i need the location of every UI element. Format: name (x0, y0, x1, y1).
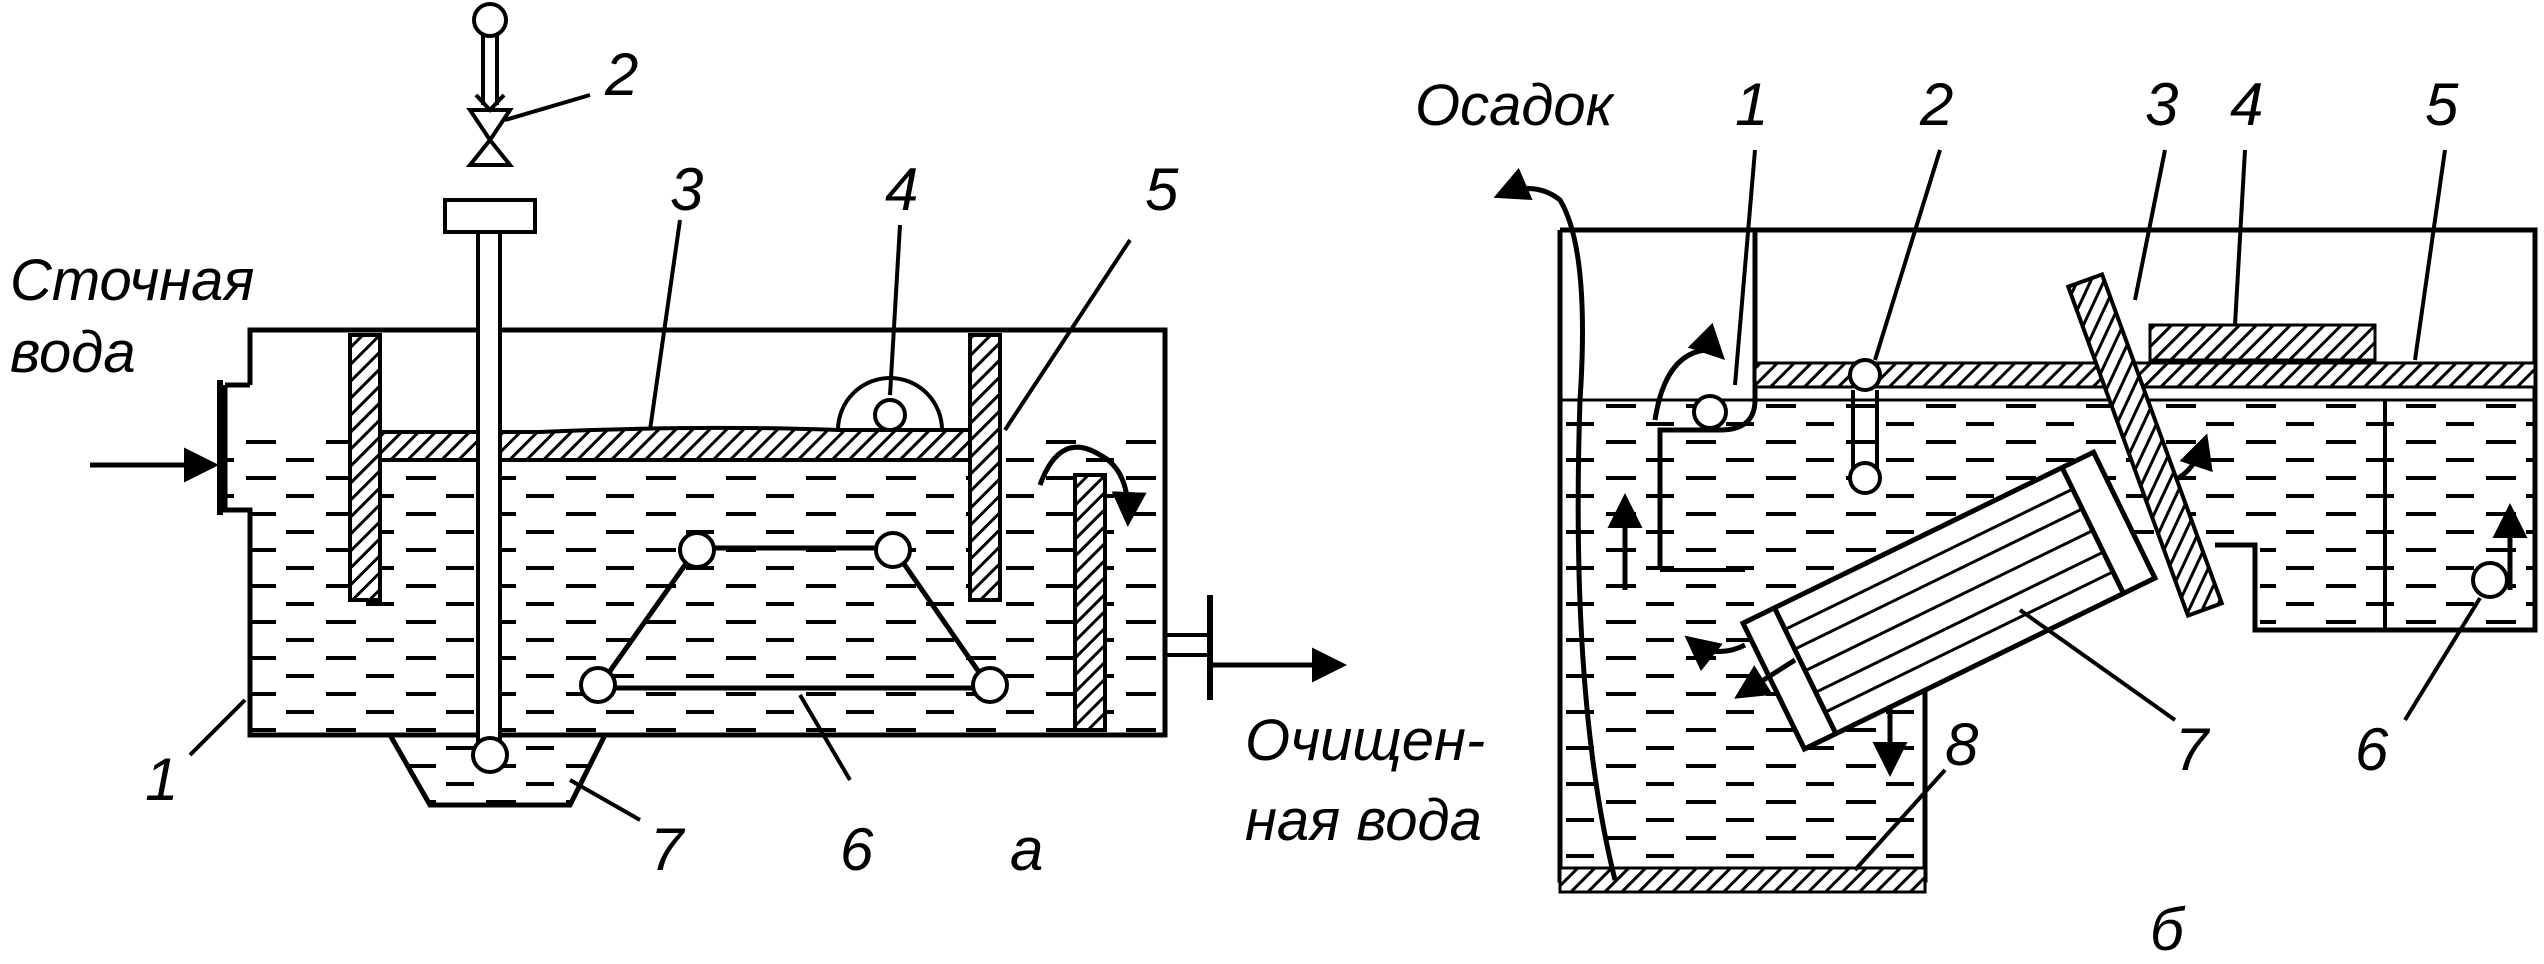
drive-shaft-a (476, 223, 502, 757)
callout-b-7: 7 (2175, 716, 2211, 783)
callout-b-2: 2 (1919, 71, 1953, 138)
caption-b: б (2150, 896, 2186, 963)
outlet-label-a-line1: Очищен- (1245, 708, 1485, 773)
left-baffle-a (348, 333, 382, 602)
oil-layer-a (378, 425, 972, 462)
callout-a-5: 5 (1145, 156, 1179, 223)
drive-valve-a (465, 108, 515, 167)
tank-outline-a (222, 327, 1168, 738)
callout-a-6: 6 (840, 816, 874, 883)
sludge-label-b: Осадок (1415, 73, 1616, 138)
oil-skimmer-b (2148, 323, 2377, 362)
callout-b-4: 4 (2230, 71, 2263, 138)
outlet-pipe-b (2471, 561, 2509, 599)
weir-flow-arrow-a (1037, 444, 1147, 527)
callout-b-8: 8 (1945, 711, 1979, 778)
outlet-weir-a (1073, 473, 1107, 732)
callout-a-7: 7 (650, 816, 686, 883)
inlet-label-a-line2: вода (10, 320, 136, 385)
inlet-label-a-line1: Сточная (10, 248, 254, 313)
flow-arrow-b-4 (1734, 657, 1797, 699)
water-body-a (250, 430, 1165, 735)
oil-layer-b (1753, 361, 2537, 389)
drive-coupling-a (443, 198, 537, 234)
flow-arrow-b-6 (2173, 433, 2213, 483)
callout-a-1: 1 (145, 746, 178, 813)
diagram-b: Осадок 1 2 3 4 5 6 7 8 б (1415, 71, 2538, 963)
callout-a-4: 4 (885, 156, 918, 223)
inclined-scraper-b (2065, 271, 2225, 619)
oil-pipe-b (1848, 358, 1882, 392)
callout-b-1: 1 (1735, 71, 1768, 138)
right-baffle-a (968, 333, 1002, 602)
drive-motor-a (472, 2, 508, 38)
callout-b-6: 6 (2355, 716, 2389, 783)
outlet-label-a-line2: ная вода (1245, 788, 1482, 853)
flow-arrow-b-3 (1684, 635, 1747, 672)
callout-a-2: 2 (604, 41, 638, 108)
caption-a: а (1010, 816, 1043, 883)
callout-b-3: 3 (2145, 71, 2178, 138)
flow-arrow-b-1 (1652, 322, 1725, 421)
callout-b-5: 5 (2425, 71, 2459, 138)
callout-a-3: 3 (670, 156, 703, 223)
inlet-water-a (225, 430, 255, 510)
conveyor-sprocket-a (579, 666, 617, 704)
diagram-a: Сточная вода Очищен- ная вода 1 2 3 4 5 … (10, 2, 1485, 883)
bottom-plate-b (1558, 866, 1927, 894)
sludge-discharge-b (1493, 167, 1618, 881)
inlet-pipe-b (1692, 394, 1728, 430)
inlet-chamber-b (1657, 360, 1758, 570)
